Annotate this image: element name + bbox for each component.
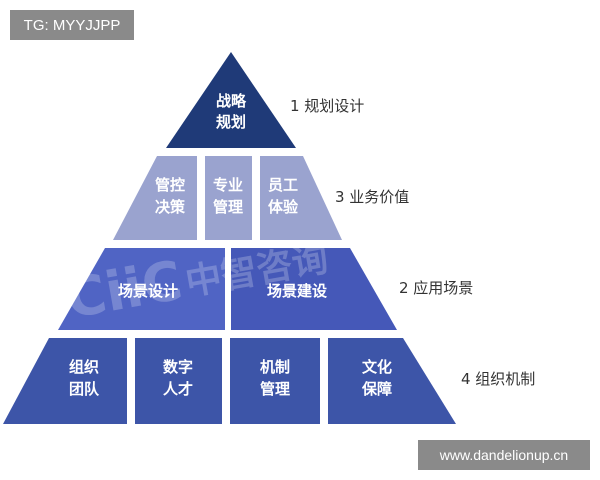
tier2-employee-block xyxy=(260,156,342,240)
tier4-block4-line1: 文化 xyxy=(362,358,392,376)
tier4-block3-line1: 机制 xyxy=(260,358,290,376)
tier3-scene-build-block xyxy=(231,248,397,330)
tier1-strategy-block xyxy=(166,52,296,148)
tier2-block2-line1: 专业 xyxy=(213,176,243,194)
tier4-block1-line1: 组织 xyxy=(69,358,99,376)
tier4-block3-line2: 管理 xyxy=(260,380,290,398)
tier2-block1-line1: 管控 xyxy=(155,176,185,194)
tier4-block2-line2: 人才 xyxy=(163,380,193,398)
tier2-professional-block xyxy=(205,156,252,240)
tier3-block1-text: 场景设计 xyxy=(118,282,178,300)
tier4-block1-line2: 团队 xyxy=(69,380,100,398)
tier2-block1-line2: 决策 xyxy=(155,198,186,216)
tier3-side-label: 2 应用场景 xyxy=(399,279,473,297)
tier4-digital-talent-block xyxy=(135,338,222,424)
tier2-block2-line2: 管理 xyxy=(213,198,243,216)
tier4-block2-line1: 数字 xyxy=(163,358,193,376)
tier2-block3-line2: 体验 xyxy=(268,198,299,216)
tier2-block3-line1: 员工 xyxy=(268,176,298,194)
url-badge: www.dandelionup.cn xyxy=(418,440,590,470)
tier4-side-label: 4 组织机制 xyxy=(461,370,535,388)
tier2-side-label: 3 业务价值 xyxy=(335,188,409,206)
tier3-block2-text: 场景建设 xyxy=(267,282,327,300)
tier4-mechanism-block xyxy=(230,338,320,424)
tier1-side-label: 1 规划设计 xyxy=(290,97,364,115)
tier3-scene-design-block xyxy=(58,248,225,330)
tier4-org-team-block xyxy=(3,338,127,424)
tier1-block-line1: 战略 xyxy=(216,92,247,110)
tier4-culture-block xyxy=(328,338,456,424)
tg-badge: TG: MYYJJPP xyxy=(10,10,134,40)
tier1-block-line2: 规划 xyxy=(216,113,246,131)
tier2-control-block xyxy=(113,156,197,240)
tier4-block4-line2: 保障 xyxy=(361,380,392,398)
